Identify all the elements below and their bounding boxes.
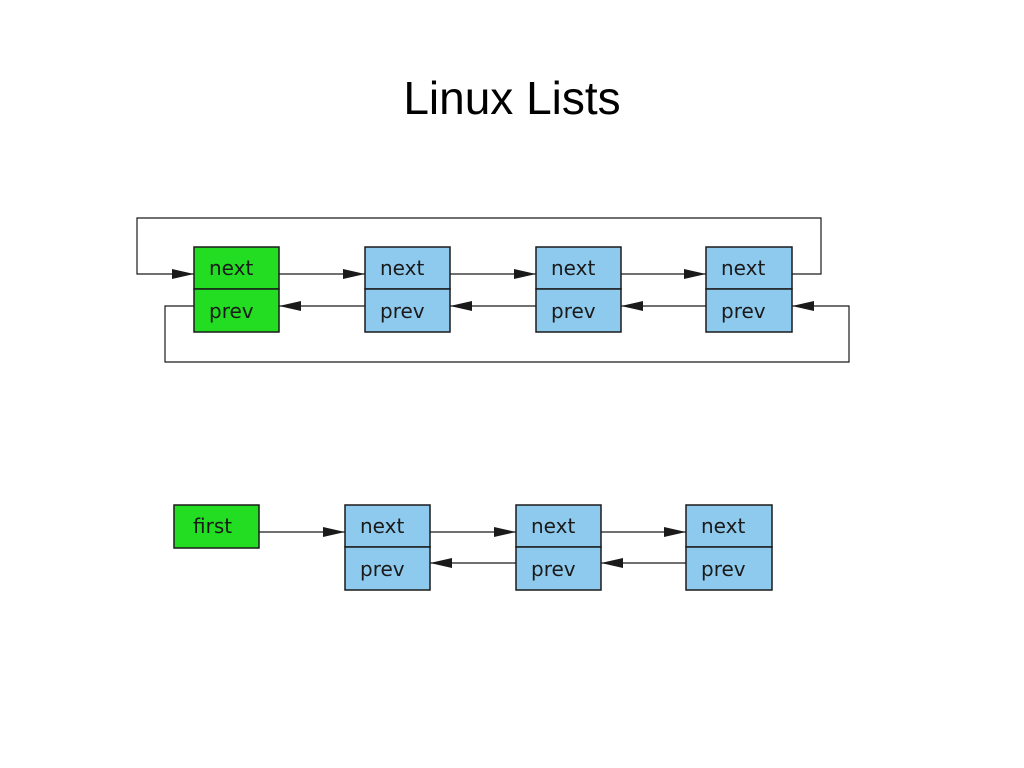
linear-node-2-next-label: next (531, 514, 575, 538)
linear-node-1: next prev (344, 504, 431, 591)
circular-node-2: next prev (535, 246, 622, 333)
linear-head-node: first (173, 504, 260, 549)
circular-node-1-prev-label: prev (380, 299, 425, 323)
circular-node-2-prev-cell (535, 288, 622, 333)
circular-node-3-prev-label: prev (721, 299, 766, 323)
circular-head-node: next prev (193, 246, 280, 333)
linear-list: first next prev next prev next prev (173, 504, 773, 591)
circular-node-1-prev-cell (364, 288, 451, 333)
circular-node-2-next-label: next (551, 256, 595, 280)
linear-node-1-prev-label: prev (360, 557, 405, 581)
circular-wrap-prev-arrow (164, 301, 850, 363)
page-title: Linux Lists (403, 72, 621, 124)
linear-node-2: next prev (515, 504, 602, 591)
circular-node-3-next-cell (705, 246, 793, 290)
circular-node-2-prev-label: prev (551, 299, 596, 323)
circular-node-1-next-cell (364, 246, 451, 290)
linear-node-3-prev-cell (685, 546, 773, 591)
circular-head-prev-cell (193, 288, 280, 333)
circular-wrap-next-arrow (136, 217, 822, 279)
linear-node-3-prev-label: prev (701, 557, 746, 581)
linear-node-3: next prev (685, 504, 773, 591)
linear-head-label: first (193, 514, 232, 538)
circular-head-prev-label: prev (209, 299, 254, 323)
linear-node-2-next-cell (515, 504, 602, 548)
circular-list: next prev next prev next prev next prev (136, 217, 850, 363)
circular-head-next-cell (193, 246, 280, 290)
linear-node-3-next-cell (685, 504, 773, 548)
linear-node-1-next-cell (344, 504, 431, 548)
linear-node-2-prev-cell (515, 546, 602, 591)
circular-node-3: next prev (705, 246, 793, 333)
circular-node-1-next-label: next (380, 256, 424, 280)
circular-node-1: next prev (364, 246, 451, 333)
linear-head-cell (173, 504, 260, 549)
linear-node-2-prev-label: prev (531, 557, 576, 581)
linear-node-1-next-label: next (360, 514, 404, 538)
linear-node-1-prev-cell (344, 546, 431, 591)
linear-node-3-next-label: next (701, 514, 745, 538)
circular-node-3-prev-cell (705, 288, 793, 333)
circular-head-next-label: next (209, 256, 253, 280)
circular-node-3-next-label: next (721, 256, 765, 280)
